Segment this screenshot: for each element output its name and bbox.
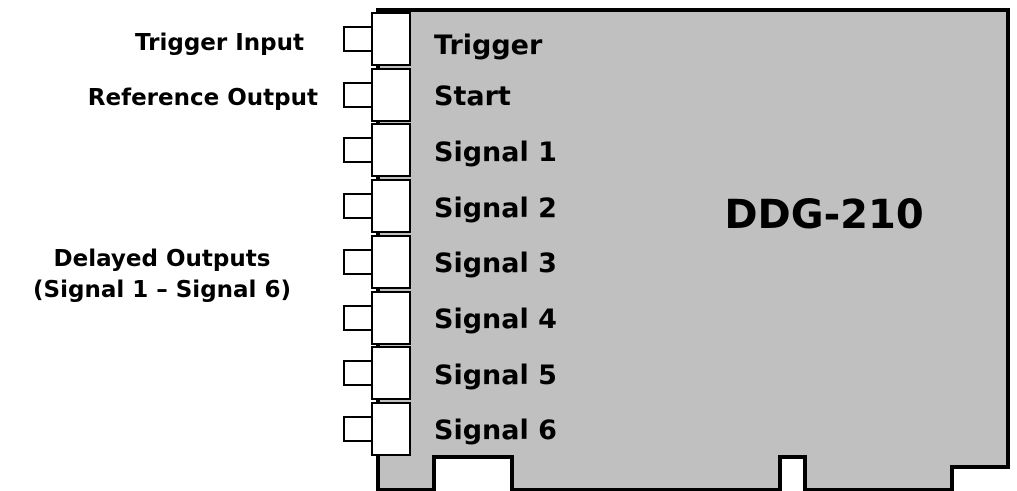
connector-stub-signal-5 bbox=[343, 360, 373, 386]
connector-signal-4 bbox=[343, 291, 411, 345]
port-label-signal-3: Signal 3 bbox=[434, 248, 557, 279]
connector-stub-start bbox=[343, 82, 373, 108]
connector-body-signal-2 bbox=[371, 179, 411, 233]
port-label-signal-6: Signal 6 bbox=[434, 415, 557, 446]
connector-body-signal-3 bbox=[371, 235, 411, 289]
connector-signal-6 bbox=[343, 402, 411, 456]
connector-body-signal-5 bbox=[371, 346, 411, 400]
port-label-start: Start bbox=[434, 81, 511, 112]
connector-signal-2 bbox=[343, 179, 411, 233]
board-title: DDG-210 bbox=[724, 192, 923, 238]
connector-group bbox=[343, 12, 411, 456]
delayed-outputs-label: Delayed Outputs bbox=[54, 246, 271, 272]
connector-body-signal-1 bbox=[371, 123, 411, 177]
connector-stub-signal-1 bbox=[343, 137, 373, 163]
reference-output-label: Reference Output bbox=[88, 85, 318, 111]
connector-trigger bbox=[343, 12, 411, 66]
port-label-signal-2: Signal 2 bbox=[434, 193, 557, 224]
connector-stub-signal-6 bbox=[343, 416, 373, 442]
connector-start bbox=[343, 68, 411, 122]
connector-body-trigger bbox=[371, 12, 411, 66]
connector-stub-trigger bbox=[343, 26, 373, 52]
connector-stub-signal-4 bbox=[343, 305, 373, 331]
connector-stub-signal-3 bbox=[343, 249, 373, 275]
connector-body-signal-6 bbox=[371, 402, 411, 456]
trigger-input-label: Trigger Input bbox=[135, 30, 304, 56]
port-label-group: Trigger Start Signal 1 Signal 2 Signal 3… bbox=[434, 30, 557, 446]
port-label-signal-4: Signal 4 bbox=[434, 304, 557, 335]
connector-signal-3 bbox=[343, 235, 411, 289]
connector-stub-signal-2 bbox=[343, 193, 373, 219]
port-label-signal-1: Signal 1 bbox=[434, 137, 557, 168]
connector-body-signal-4 bbox=[371, 291, 411, 345]
port-label-signal-5: Signal 5 bbox=[434, 360, 557, 391]
port-label-trigger: Trigger bbox=[434, 30, 543, 61]
board-outline bbox=[376, 8, 1010, 491]
connector-signal-5 bbox=[343, 346, 411, 400]
connector-signal-1 bbox=[343, 123, 411, 177]
delayed-outputs-range-label: (Signal 1 – Signal 6) bbox=[33, 277, 291, 303]
connector-body-start bbox=[371, 68, 411, 122]
